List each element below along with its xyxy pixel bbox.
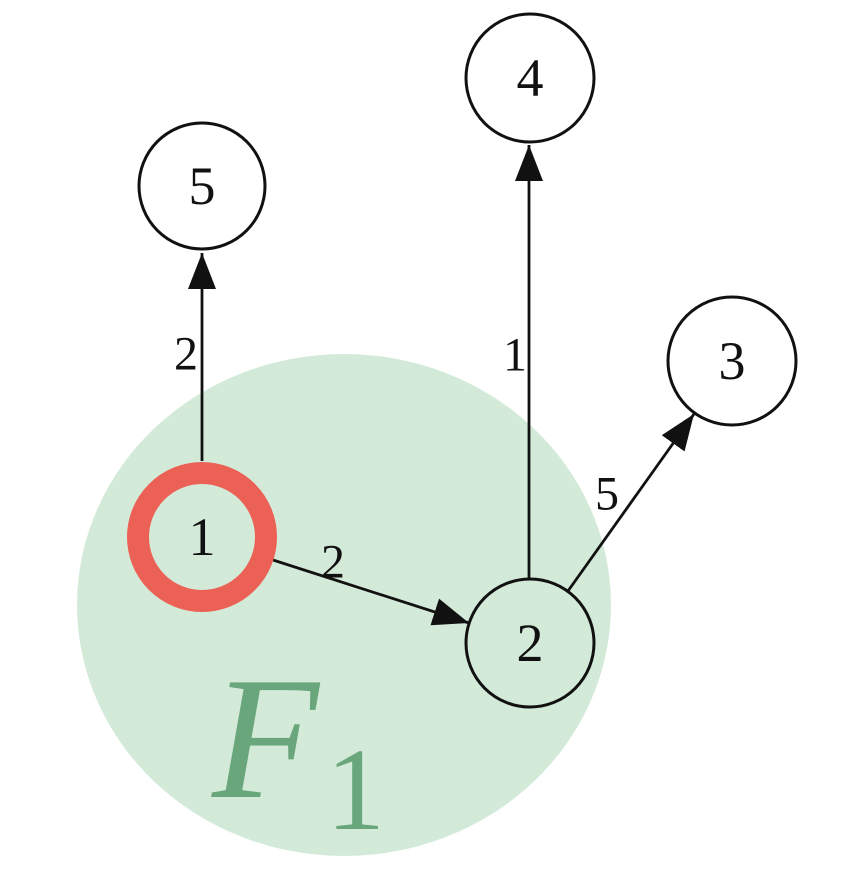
edge-2-to-3	[566, 413, 696, 592]
node-3-circle	[666, 295, 798, 427]
edge-weight-2-to-3: 5	[595, 468, 619, 521]
node-5-label: 5	[189, 156, 216, 216]
edge-weight-1-to-2: 2	[321, 536, 345, 589]
node-1-label: 1	[189, 507, 216, 567]
edge-1-to-2	[272, 558, 470, 626]
node-5-circle	[137, 121, 267, 251]
edge-weight-2-to-4: 1	[503, 329, 527, 382]
node-4-label: 4	[517, 48, 544, 108]
region-label-subscript: 1	[326, 724, 385, 855]
node-4-circle	[464, 12, 596, 144]
node-2-circle	[464, 577, 596, 709]
region-label: F	[211, 641, 321, 835]
node-3-label: 3	[719, 331, 746, 391]
edge-weight-1-to-5: 2	[174, 328, 198, 381]
node-1-highlight-ring	[127, 462, 277, 612]
node-2-label: 2	[517, 613, 544, 673]
